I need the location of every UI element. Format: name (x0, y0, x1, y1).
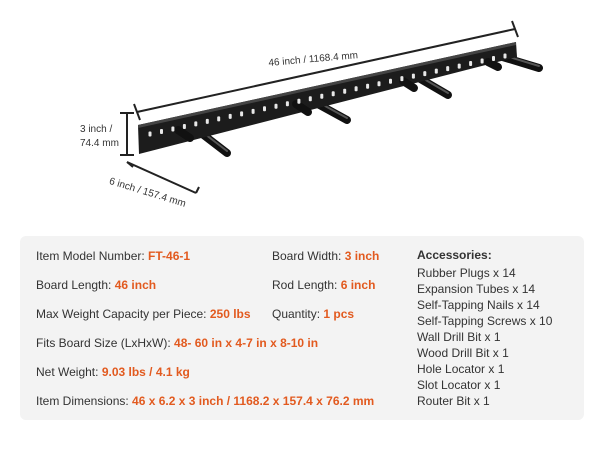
length-dimension-line (133, 20, 519, 121)
spec-fits-value: 48- 60 in x 4-7 in x 8-10 in (174, 336, 319, 350)
spec-net-weight: Net Weight: 9.03 lbs / 4.1 kg (36, 365, 190, 379)
bracket-rod-stubs (174, 58, 502, 142)
spec-quantity: Quantity: 1 pcs (272, 307, 354, 321)
bracket-slot (160, 129, 163, 134)
spec-board-length-value: 46 inch (114, 278, 157, 292)
bracket-plate (138, 42, 517, 154)
bracket-illustration (120, 20, 543, 194)
bracket-slot (389, 78, 392, 84)
bracket-slot (182, 124, 186, 129)
spec-board-length: Board Length: 46 inch (36, 278, 156, 292)
accessory-item: Hole Locator x 1 (417, 362, 505, 376)
bracket-slot (434, 68, 438, 74)
bracket-slot (148, 131, 152, 137)
bracket-slot (377, 81, 381, 87)
spec-max-weight-value: 250 lbs (209, 307, 251, 321)
bracket-slot (263, 106, 266, 112)
spec-board-length-label: Board Length: (36, 278, 115, 292)
height-dimension-label: 3 inch / (80, 124, 113, 135)
spec-fits-board: Fits Board Size (LxHxW): 48- 60 in x 4-7… (36, 336, 318, 350)
bracket-slots (148, 53, 507, 137)
depth-dimension-line (126, 161, 200, 194)
specification-panel: Item Model Number: FT-46-1 Board Width: … (20, 236, 584, 420)
bracket-slot (469, 61, 473, 66)
spec-model-value: FT-46-1 (148, 249, 191, 263)
spec-model-label: Item Model Number: (36, 249, 149, 263)
accessory-item: Self-Tapping Screws x 10 (417, 314, 553, 328)
bracket-slot (228, 113, 232, 119)
bracket-slot (274, 103, 278, 109)
height-dimension-label-mm: 74.4 mm (80, 138, 119, 149)
accessory-item: Router Bit x 1 (417, 394, 490, 408)
spec-dimensions-value: 46 x 6.2 x 3 inch / 1168.2 x 157.4 x 76.… (132, 394, 375, 408)
accessory-item: Wood Drill Bit x 1 (417, 346, 509, 360)
bracket-slot (446, 66, 450, 72)
spec-max-weight-label: Max Weight Capacity per Piece: (36, 307, 210, 321)
spec-max-weight: Max Weight Capacity per Piece: 250 lbs (36, 307, 251, 321)
bracket-slot (423, 71, 427, 77)
bracket-slot (297, 98, 301, 104)
accessory-item: Expansion Tubes x 14 (417, 282, 536, 296)
spec-net-weight-label: Net Weight: (36, 365, 102, 379)
accessory-item: Slot Locator x 1 (417, 378, 501, 392)
spec-item-dimensions: Item Dimensions: 46 x 6.2 x 3 inch / 116… (36, 394, 374, 408)
spec-rod-length-label: Rod Length: (272, 278, 341, 292)
height-dimension-line (120, 112, 134, 156)
bracket-plate-top-edge (138, 42, 516, 128)
bracket-slot (343, 88, 347, 94)
bracket-slot (171, 126, 175, 132)
spec-rod-length: Rod Length: 6 inch (272, 278, 375, 292)
bracket-slot (320, 93, 324, 99)
spec-board-width-value: 3 inch (344, 249, 380, 263)
bracket-slot (503, 53, 507, 59)
spec-rod-length-value: 6 inch (340, 278, 376, 292)
spec-net-weight-value: 9.03 lbs / 4.1 kg (101, 365, 190, 379)
bracket-slot (400, 76, 404, 82)
accessory-item: Rubber Plugs x 14 (417, 266, 516, 280)
bracket-slot (480, 58, 484, 64)
bracket-slot (217, 116, 221, 122)
spec-quantity-value: 1 pcs (323, 307, 355, 321)
bracket-slot (308, 96, 312, 102)
bracket-slot (366, 83, 370, 89)
spec-board-width: Board Width: 3 inch (272, 249, 379, 263)
bracket-slot (205, 118, 209, 124)
accessories-title: Accessories: (417, 248, 492, 262)
bracket-slot (240, 111, 244, 117)
bracket-slot (411, 73, 415, 79)
spec-model: Item Model Number: FT-46-1 (36, 249, 190, 263)
bracket-slot (285, 101, 289, 107)
spec-fits-label: Fits Board Size (LxHxW): (36, 336, 175, 350)
bracket-slot (354, 86, 358, 92)
spec-quantity-label: Quantity: (272, 307, 324, 321)
accessory-item: Wall Drill Bit x 1 (417, 330, 501, 344)
bracket-slot (457, 63, 461, 69)
spec-board-width-label: Board Width: (272, 249, 345, 263)
accessory-item: Self-Tapping Nails x 14 (417, 298, 540, 312)
spec-dimensions-label: Item Dimensions: (36, 394, 133, 408)
accessories-list: Rubber Plugs x 14 Expansion Tubes x 14 S… (417, 265, 552, 409)
bracket-slot (251, 108, 255, 114)
bracket-slot (492, 56, 495, 61)
bracket-slot (194, 121, 198, 127)
bracket-slot (331, 91, 335, 97)
